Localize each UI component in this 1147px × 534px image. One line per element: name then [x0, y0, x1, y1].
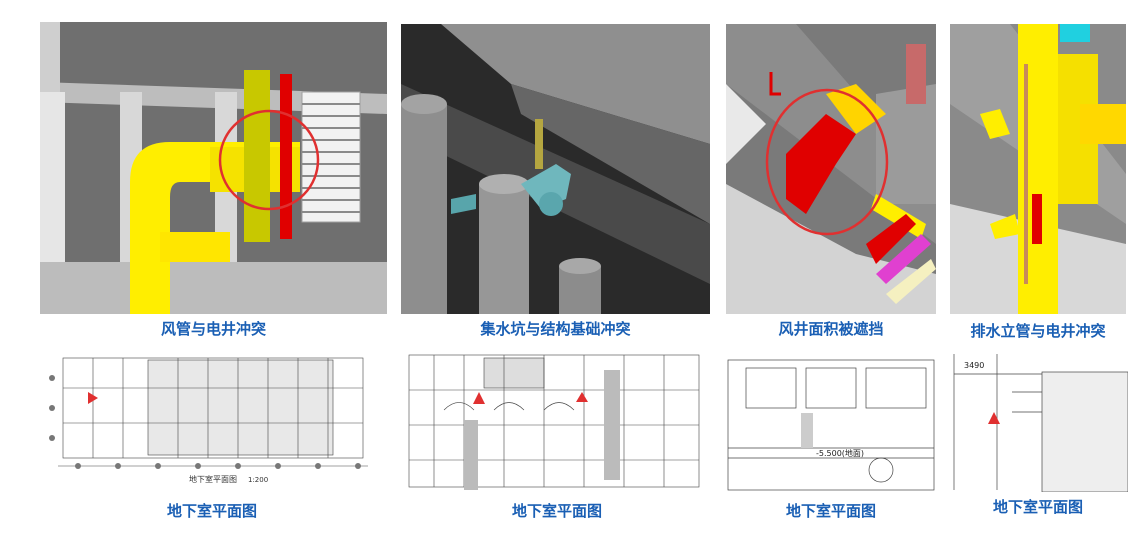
render-shaft-obstructed	[726, 24, 936, 314]
plan1-scale: 1:200	[248, 476, 268, 484]
render-drain-riser-vs-shaft	[950, 24, 1126, 314]
render-sump-vs-foundation	[401, 24, 710, 314]
plan3-level: -5.500(地面)	[816, 448, 864, 458]
caption-duct-vs-shaft: 风管与电井冲突	[160, 320, 266, 338]
floor-plan-2	[404, 350, 710, 492]
caption-plan-3: 地下室平面图	[785, 502, 876, 520]
plan4-dimension: 3490	[964, 361, 984, 370]
caption-shaft-obstructed: 风井面积被遮挡	[778, 320, 884, 338]
caption-plan-2: 地下室平面图	[511, 502, 602, 520]
caption-plan-4: 地下室平面图	[992, 498, 1083, 516]
floor-plan-4: 3490	[952, 352, 1128, 492]
render-duct-vs-shaft	[40, 22, 387, 314]
caption-plan-1: 地下室平面图	[166, 502, 257, 520]
caption-drain-riser-vs-shaft: 排水立管与电井冲突	[970, 322, 1106, 340]
floor-plan-3: -5.500(地面)	[726, 358, 936, 492]
caption-sump-vs-foundation: 集水坑与结构基础冲突	[480, 320, 631, 338]
floor-plan-1: 地下室平面图 1:200	[38, 348, 386, 490]
plan1-title: 地下室平面图	[189, 474, 237, 484]
